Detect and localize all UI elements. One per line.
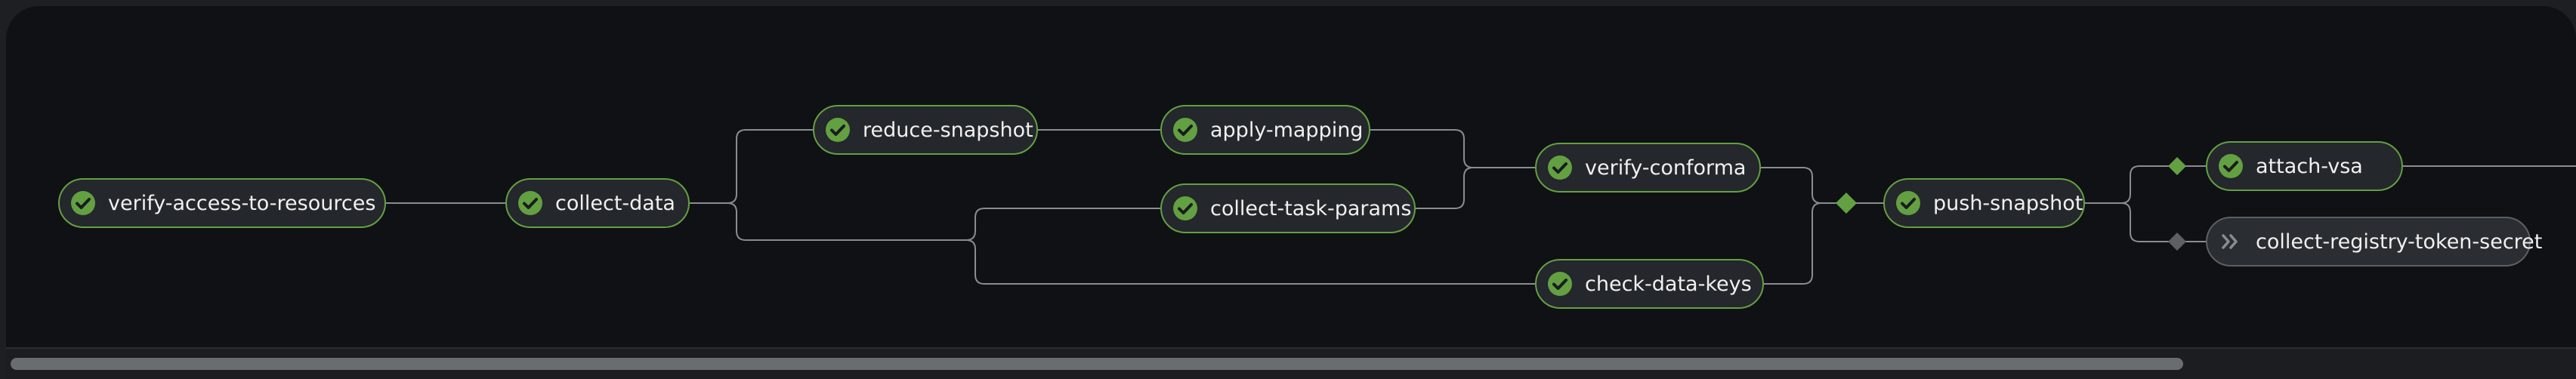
task-node-check-data-keys[interactable]: check-data-keys [1535,259,1764,309]
check-circle-icon [1547,155,1573,180]
task-node-collect-registry-token-secret[interactable]: collect-registry-token-secret [2206,217,2542,267]
when-marker-diamond-attach-vsa [2168,157,2186,175]
task-label: reduce-snapshot [863,118,1033,142]
check-circle-icon [1895,190,1921,216]
check-circle-icon [1547,271,1573,297]
edge-verify-conforma-to-push-snapshot [1761,167,1883,204]
edge-check-data-keys-to-push-snapshot [1764,202,1822,285]
finally-marker-diamond [1836,193,1857,214]
task-node-attach-vsa[interactable]: attach-vsa [2206,141,2403,191]
check-circle-icon [825,117,851,143]
edge-collect-data-to-reduce-snapshot [690,129,813,204]
task-node-verify-access-to-resources[interactable]: verify-access-to-resources [58,178,386,228]
task-label: apply-mapping [1210,118,1364,142]
task-label: collect-task-params [1210,196,1412,220]
edge-push-snapshot-to-collect-registry [2085,202,2206,242]
edge-collect-task-params-to-verify-conforma [1416,167,1474,209]
scrollbar-thumb[interactable] [11,358,2183,370]
task-node-verify-conforma[interactable]: verify-conforma [1535,143,1761,193]
task-node-collect-data[interactable]: collect-data [505,178,690,228]
edge-branch-to-check-data-keys [965,239,1535,285]
task-node-push-snapshot[interactable]: push-snapshot [1883,178,2085,228]
task-label: check-data-keys [1585,272,1752,296]
task-label: verify-access-to-resources [108,191,376,215]
pipeline-graph-canvas[interactable]: verify-access-to-resources collect-data … [6,6,2576,347]
edge-branch-to-collect-task-params [965,208,1160,241]
edge-apply-mapping-to-verify-conforma [1370,129,1535,168]
pipeline-run-panel: verify-access-to-resources collect-data … [6,6,2576,379]
pipeline-edges [386,129,2576,285]
check-circle-icon [70,190,96,216]
task-node-reduce-snapshot[interactable]: reduce-snapshot [813,105,1038,155]
task-label: push-snapshot [1933,191,2083,215]
horizontal-scrollbar[interactable] [6,347,2576,379]
check-circle-icon [1172,196,1198,221]
task-label: verify-conforma [1585,156,1747,180]
edge-push-snapshot-to-attach-vsa [2085,165,2206,204]
edge-collect-data-branch [690,202,966,241]
when-marker-diamond-collect-registry [2168,233,2186,251]
check-circle-icon [517,190,543,216]
task-label: collect-registry-token-secret [2256,230,2543,254]
task-label: collect-data [555,191,675,215]
double-chevron-right-icon [2218,229,2244,254]
check-circle-icon [1172,117,1198,143]
task-node-collect-task-params[interactable]: collect-task-params [1160,183,1416,233]
check-circle-icon [2218,153,2244,179]
task-label: attach-vsa [2256,154,2363,178]
task-node-apply-mapping[interactable]: apply-mapping [1160,105,1370,155]
